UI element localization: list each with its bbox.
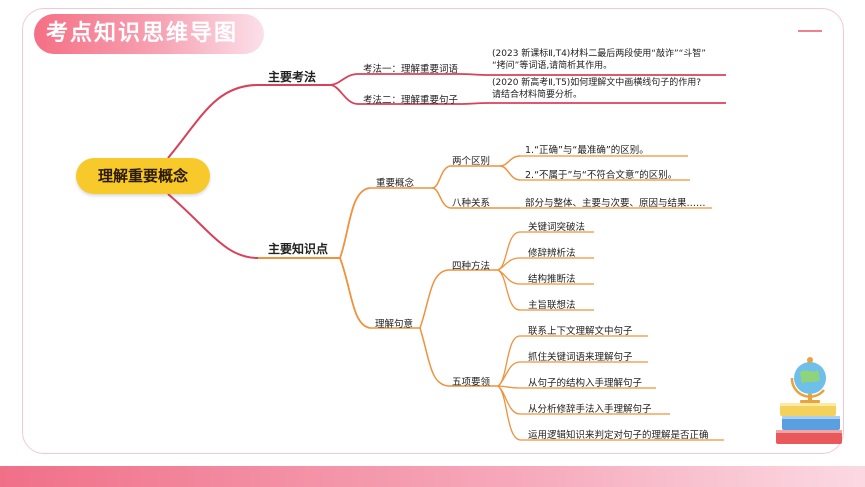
point-item: 从句子的结构入手理解句子: [528, 378, 643, 389]
method-1-desc-line1: (2023 新课标Ⅱ,T4)材料二最后两段使用“敲诈”“斗智”: [492, 49, 706, 59]
two-differences-node: 两个区别: [452, 156, 491, 167]
method-item: 修辞辨析法: [528, 248, 576, 259]
eight-relations-text: 部分与整体、主要与次要、原因与结果……: [525, 198, 706, 209]
concepts-node: 重要概念: [376, 178, 415, 189]
method-1-desc-line2: “拷问”等词语,请简析其作用。: [492, 61, 613, 71]
branch-main-knowledge: 主要知识点: [268, 242, 329, 256]
difference-item-1: 1.“正确”与“最准确”的区别。: [525, 145, 649, 156]
point-item: 抓住关键词语来理解句子: [528, 352, 633, 363]
four-methods-node: 四种方法: [452, 261, 491, 272]
method-2-label: 考法二：理解重要句子: [363, 95, 459, 106]
globe-books-illustration: [776, 357, 842, 444]
page-title: 考点知识思维导图: [34, 14, 264, 54]
method-2-desc-line2: 请结合材料简要分析。: [492, 90, 583, 100]
decorative-line: [798, 30, 822, 32]
branch-main-methods: 主要考法: [268, 70, 317, 84]
difference-item-2: 2.“不属于”与“不符合文意”的区别。: [525, 170, 678, 181]
point-item: 从分析修辞手法入手理解句子: [528, 404, 652, 415]
method-item: 结构推断法: [528, 274, 576, 285]
method-1-label: 考法一：理解重要词语: [363, 64, 459, 75]
bottom-decorative-band: [0, 466, 865, 487]
method-item: 关键词突破法: [528, 222, 586, 233]
content-frame: [22, 8, 844, 454]
sentences-node: 理解句意: [375, 319, 414, 330]
method-2-desc-line1: (2020 新高考Ⅱ,T5)如何理解文中画横线句子的作用?: [492, 78, 702, 88]
root-node: 理解重要概念: [76, 158, 210, 194]
point-item: 运用逻辑知识来判定对句子的理解是否正确: [528, 430, 709, 441]
method-item: 主旨联想法: [528, 300, 576, 311]
five-points-node: 五项要领: [452, 377, 491, 388]
point-item: 联系上下文理解文中句子: [528, 326, 633, 337]
eight-relations-node: 八种关系: [452, 198, 491, 209]
